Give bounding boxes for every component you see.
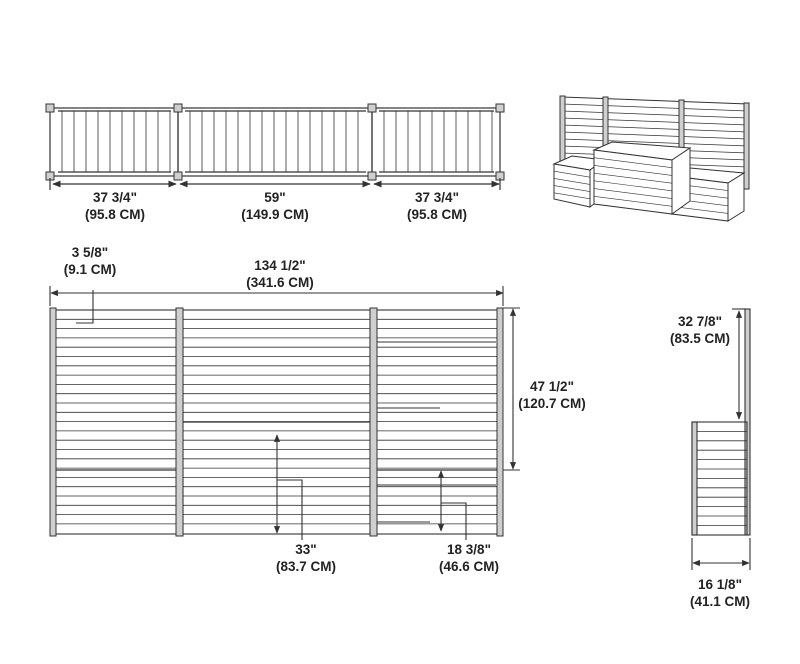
side-depth-label: 16 1/8" (41.1 CM): [680, 576, 760, 610]
slat-line: [553, 192, 591, 200]
slat-line: [561, 138, 749, 147]
trellis-height-metric: (120.7 CM): [518, 396, 586, 411]
side-trellis-height-label: 32 7/8" (83.5 CM): [660, 313, 740, 347]
slat-line: [561, 124, 749, 133]
slat-line: [561, 117, 749, 126]
total-width-metric: (341.6 CM): [246, 275, 314, 290]
top-view-left-panel: [49, 107, 179, 177]
slat-line: [593, 172, 673, 184]
side-depth-imperial: 16 1/8": [698, 577, 742, 592]
slat-line: [553, 170, 591, 178]
slat-line: [553, 178, 591, 185]
top-view-posts: [45, 103, 505, 181]
post-offset-imperial: 3 5/8": [71, 245, 109, 260]
side-planter: [691, 421, 748, 536]
side-bed-height-imperial: 18 3/8": [447, 542, 491, 557]
trellis-height-imperial: 47 1/2": [530, 379, 574, 394]
top-view: [45, 103, 505, 190]
post-offset-metric: (9.1 CM): [63, 262, 117, 277]
slat-line: [553, 185, 591, 192]
front-posts: [49, 307, 504, 537]
top-right-width-imperial: 37 3/4": [415, 190, 459, 205]
slat-line: [561, 131, 749, 140]
post-offset-label: 3 5/8" (9.1 CM): [50, 244, 130, 278]
top-right-width-label: 37 3/4" (95.8 CM): [387, 189, 487, 223]
slat-line: [561, 103, 749, 112]
top-view-center-panel: [177, 107, 373, 177]
top-left-width-imperial: 37 3/4": [93, 190, 137, 205]
front-view: [49, 286, 520, 540]
top-view-dimension-lines: [49, 178, 501, 190]
slat-line: [593, 165, 673, 176]
front-right-section: [375, 309, 499, 535]
front-left-section: [54, 309, 178, 535]
side-depth-metric: (41.1 CM): [689, 594, 750, 609]
center-bed-height-imperial: 33": [295, 542, 317, 557]
side-bed-height-label: 18 3/8" (46.6 CM): [425, 541, 513, 575]
total-width-label: 134 1/2" (341.6 CM): [220, 257, 340, 291]
slat-line: [593, 195, 673, 207]
isometric-view: [552, 95, 750, 222]
slat-line: [593, 180, 673, 192]
side-trellis-height-metric: (83.5 CM): [669, 331, 730, 346]
top-view-right-panel: [371, 107, 501, 177]
front-dimension-lines: [49, 286, 520, 540]
top-left-width-label: 37 3/4" (95.8 CM): [65, 189, 165, 223]
center-bed-height-label: 33" (83.7 CM): [262, 541, 350, 575]
iso-planter-center: [592, 141, 692, 215]
slat-line: [561, 110, 749, 119]
top-center-width-imperial: 59": [264, 190, 286, 205]
side-view: [691, 308, 751, 570]
slat-line: [593, 188, 673, 199]
top-right-width-metric: (95.8 CM): [406, 207, 467, 222]
total-width-imperial: 134 1/2": [254, 258, 306, 273]
top-center-width-label: 59" (149.9 CM): [225, 189, 325, 223]
side-dimension-lines: [691, 308, 751, 570]
top-center-width-metric: (149.9 CM): [241, 207, 309, 222]
top-left-width-metric: (95.8 CM): [84, 207, 145, 222]
trellis-height-label: 47 1/2" (120.7 CM): [508, 378, 596, 412]
center-bed-height-metric: (83.7 CM): [275, 559, 336, 574]
side-trellis-height-imperial: 32 7/8": [678, 314, 722, 329]
side-bed-height-metric: (46.6 CM): [438, 559, 499, 574]
slat-line: [593, 157, 673, 169]
